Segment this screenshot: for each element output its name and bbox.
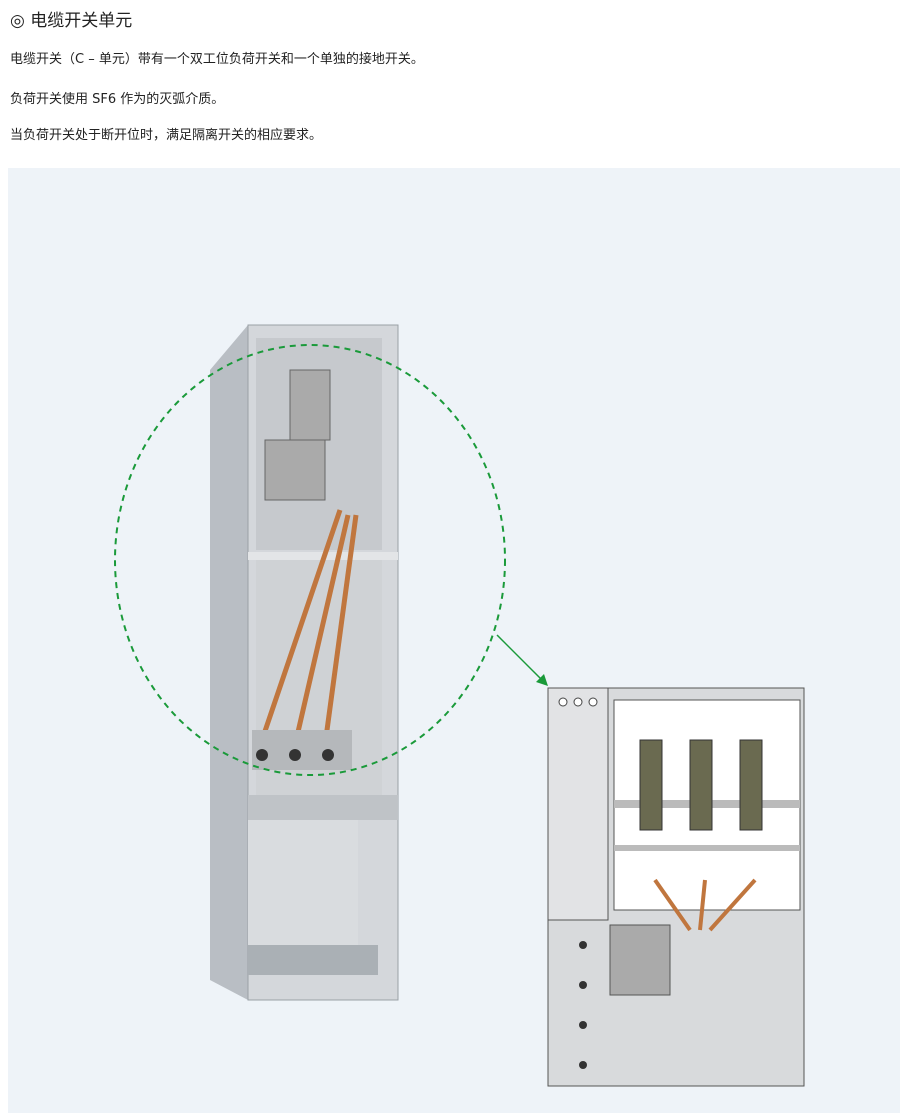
cabinet-photo: [210, 324, 399, 1001]
section-title: ◎ 电缆开关单元: [10, 11, 133, 31]
bullet-icon: ◎: [10, 11, 25, 31]
paragraph: 电缆开关（C – 单元）带有一个双工位负荷开关和一个单独的接地开关。: [10, 52, 424, 67]
detail-drawing: [547, 687, 805, 1087]
paragraph: 负荷开关使用 SF6 作为的灭弧介质。: [10, 92, 225, 107]
arrow-icon: [496, 634, 548, 686]
highlight-circle: [114, 344, 506, 776]
paragraph: 当负荷开关处于断开位时，满足隔离开关的相应要求。: [10, 128, 323, 143]
